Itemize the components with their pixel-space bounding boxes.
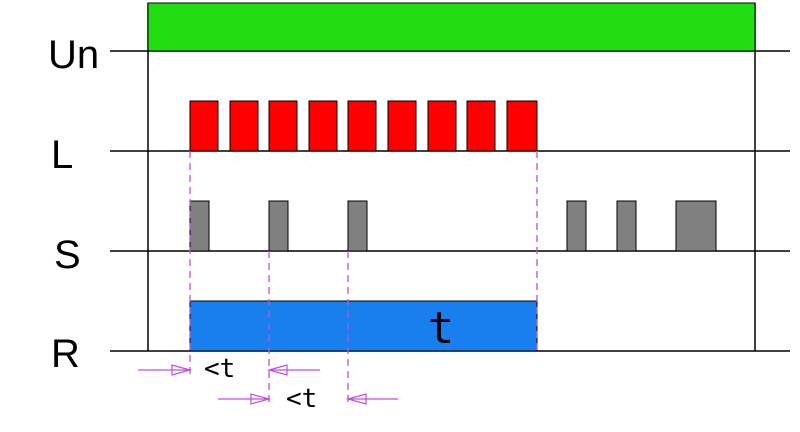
l-pulse bbox=[387, 100, 417, 152]
r-relay-bar bbox=[189, 300, 538, 352]
s-pulse bbox=[566, 200, 587, 252]
s-pulse bbox=[189, 200, 210, 252]
guide-lines bbox=[189, 151, 538, 403]
relay-time-label: t bbox=[428, 303, 455, 354]
s-pulse bbox=[268, 200, 289, 252]
interval-label: <t bbox=[286, 384, 317, 414]
un-supply-bar bbox=[147, 2, 756, 52]
l-pulse bbox=[268, 100, 298, 152]
l-pulse bbox=[427, 100, 457, 152]
arrow-head-left bbox=[266, 364, 288, 376]
arrow-head-left bbox=[345, 393, 367, 405]
s-pulse-train bbox=[189, 200, 717, 252]
interval-label: <t bbox=[204, 354, 235, 384]
row-label-un: Un bbox=[48, 33, 99, 77]
row-label-s: S bbox=[54, 233, 81, 277]
s-pulse bbox=[347, 200, 368, 252]
l-pulse-train bbox=[189, 100, 538, 152]
l-pulse bbox=[308, 100, 338, 152]
s-pulse bbox=[675, 200, 717, 252]
interval-arrows bbox=[138, 364, 398, 405]
row-label-l: L bbox=[51, 133, 73, 177]
l-pulse bbox=[466, 100, 496, 152]
row-label-r: R bbox=[51, 332, 80, 376]
l-pulse bbox=[189, 100, 219, 152]
arrow-head-right bbox=[250, 393, 272, 405]
l-pulse bbox=[229, 100, 259, 152]
l-pulse bbox=[506, 100, 538, 152]
arrow-head-right bbox=[171, 364, 193, 376]
s-pulse bbox=[616, 200, 637, 252]
l-pulse bbox=[347, 100, 377, 152]
